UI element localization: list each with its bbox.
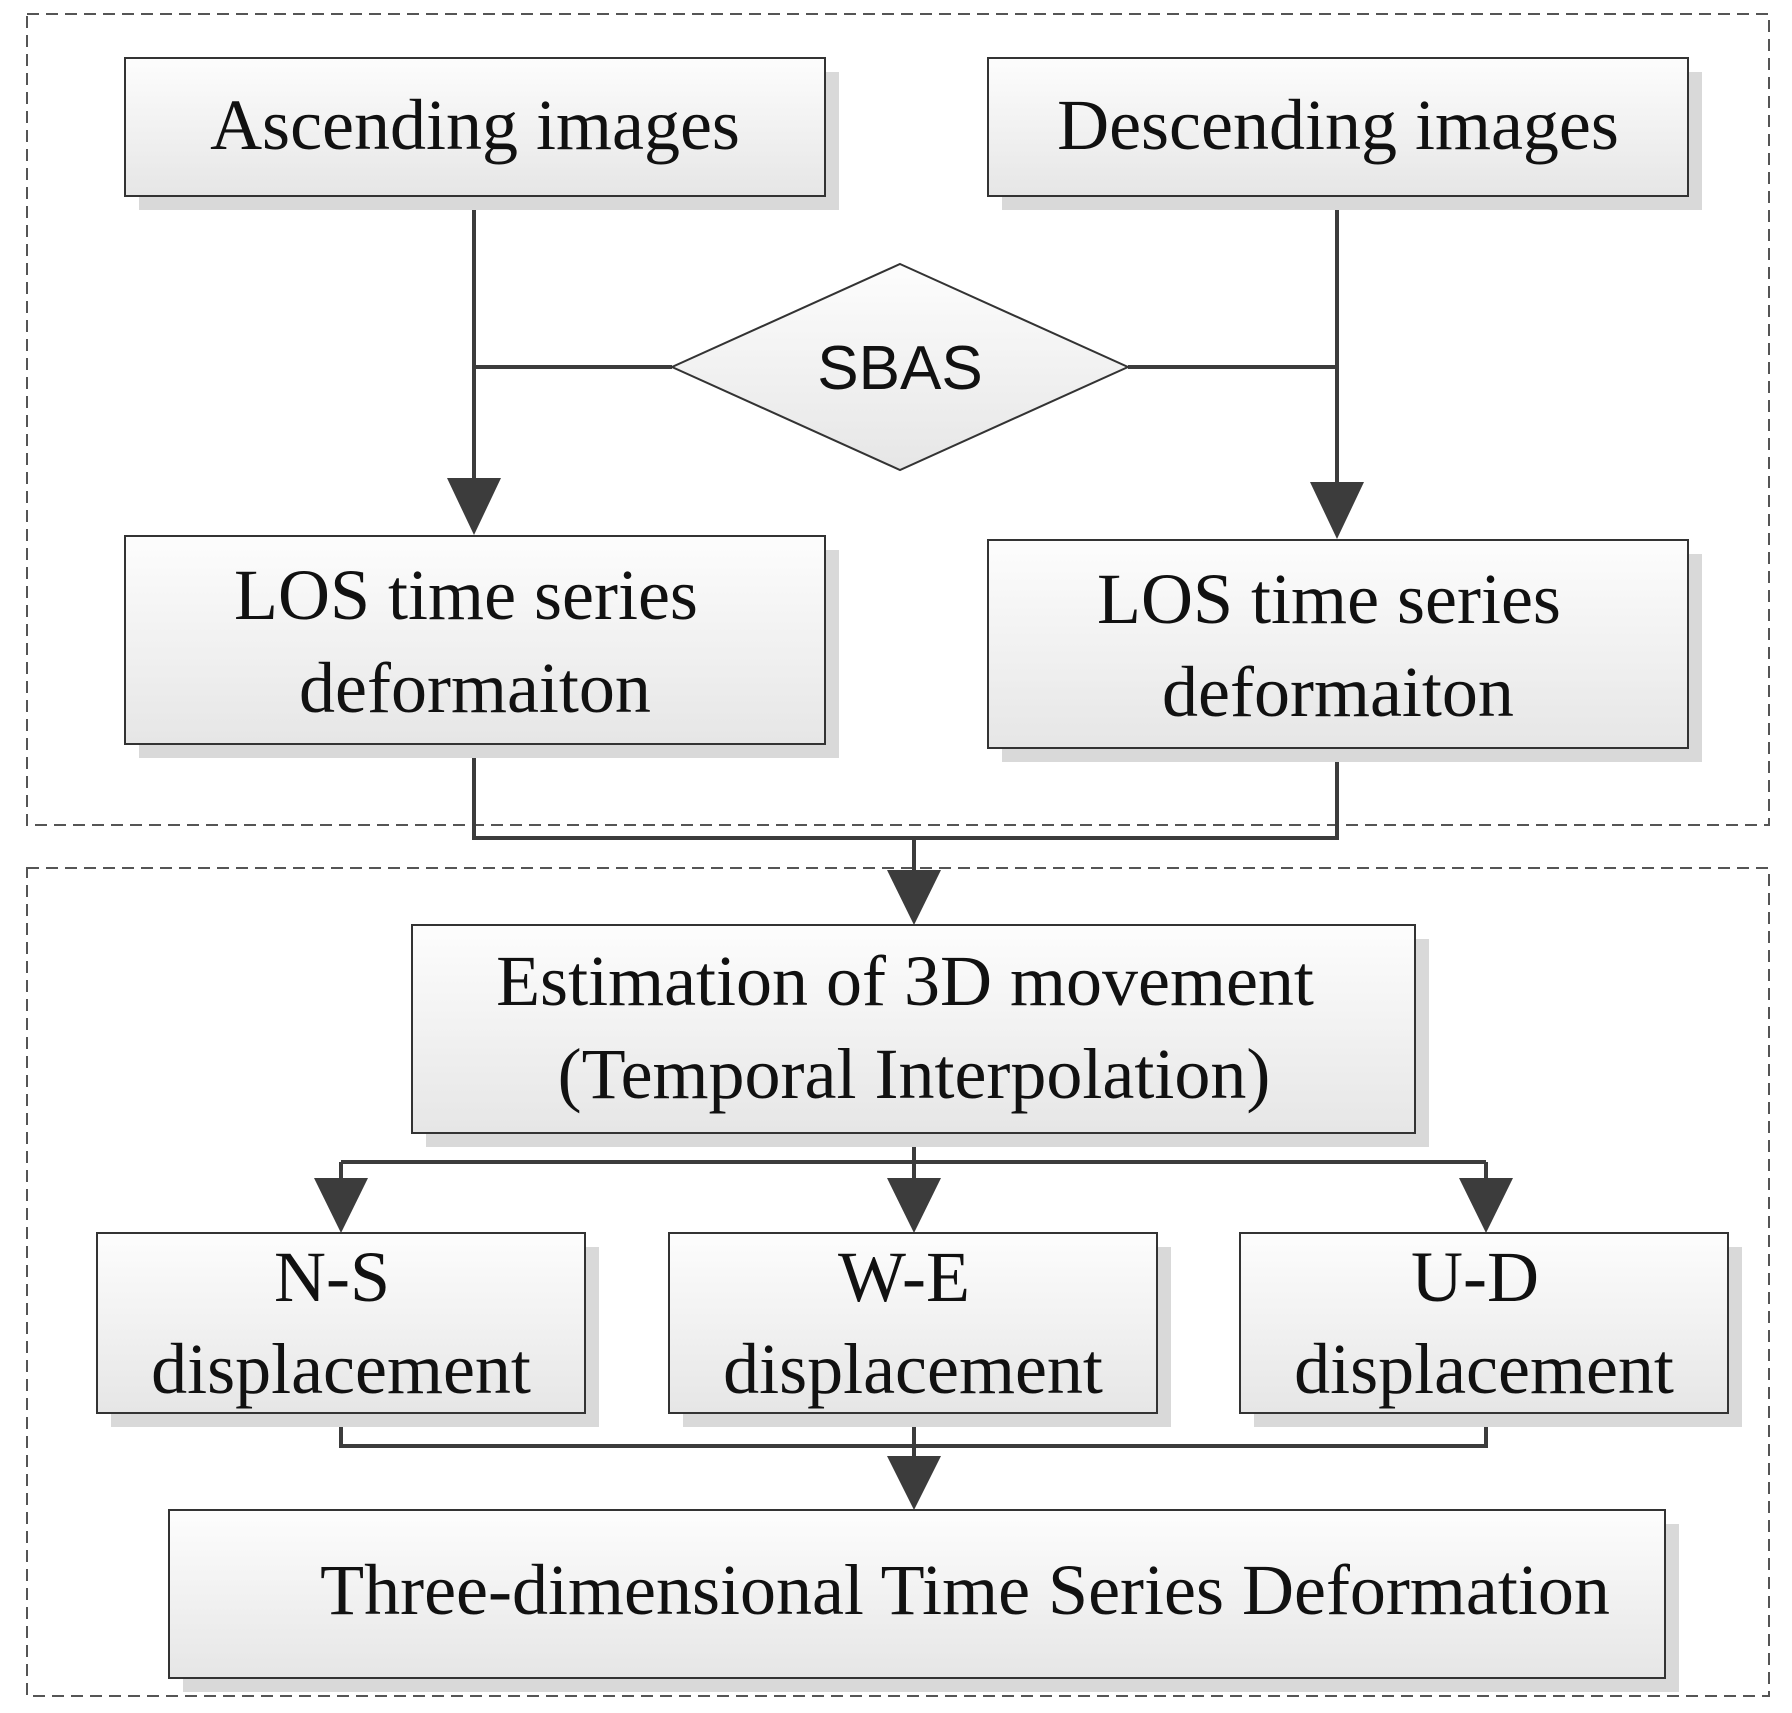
- arrowhead-los-right: [1310, 482, 1364, 539]
- node-ascending-label: Ascending images: [210, 85, 740, 165]
- node-los-right-label: LOS time series deformaiton: [1097, 559, 1579, 732]
- arrowhead-ns: [314, 1178, 368, 1233]
- node-we: W-E displacement: [668, 1232, 1158, 1414]
- connector-los-merge: [472, 744, 1339, 840]
- arrowhead-estimation: [887, 870, 941, 925]
- node-sbas: SBAS: [669, 262, 1131, 472]
- lower-group-frame: [26, 867, 1770, 1697]
- node-ud: U-D displacement: [1239, 1232, 1729, 1414]
- node-los-left-label: LOS time series deformaiton: [234, 555, 716, 728]
- arrowhead-ud: [1459, 1178, 1513, 1233]
- upper-group-frame: [26, 13, 1770, 826]
- node-ns: N-S displacement: [96, 1232, 586, 1414]
- arrowhead-we: [887, 1178, 941, 1233]
- arrowhead-final: [887, 1456, 941, 1510]
- node-final: Three-dimensional Time Series Deformatio…: [168, 1509, 1666, 1679]
- node-we-label: W-E displacement: [723, 1237, 1103, 1409]
- node-los-right: LOS time series deformaiton: [987, 539, 1689, 749]
- node-sbas-label: SBAS: [817, 334, 982, 403]
- node-estimation: Estimation of 3D movement (Temporal Inte…: [411, 924, 1416, 1134]
- node-ascending: Ascending images: [124, 57, 826, 197]
- node-estimation-label: Estimation of 3D movement (Temporal Inte…: [496, 941, 1332, 1114]
- node-descending: Descending images: [987, 57, 1689, 197]
- arrowhead-los-left: [447, 478, 501, 535]
- arrowheads: [314, 478, 1513, 1510]
- node-final-label: Three-dimensional Time Series Deformatio…: [320, 1550, 1610, 1630]
- node-descending-label: Descending images: [1057, 85, 1619, 165]
- node-ud-label: U-D displacement: [1294, 1237, 1674, 1409]
- node-los-left: LOS time series deformaiton: [124, 535, 826, 745]
- node-ns-label: N-S displacement: [151, 1237, 531, 1409]
